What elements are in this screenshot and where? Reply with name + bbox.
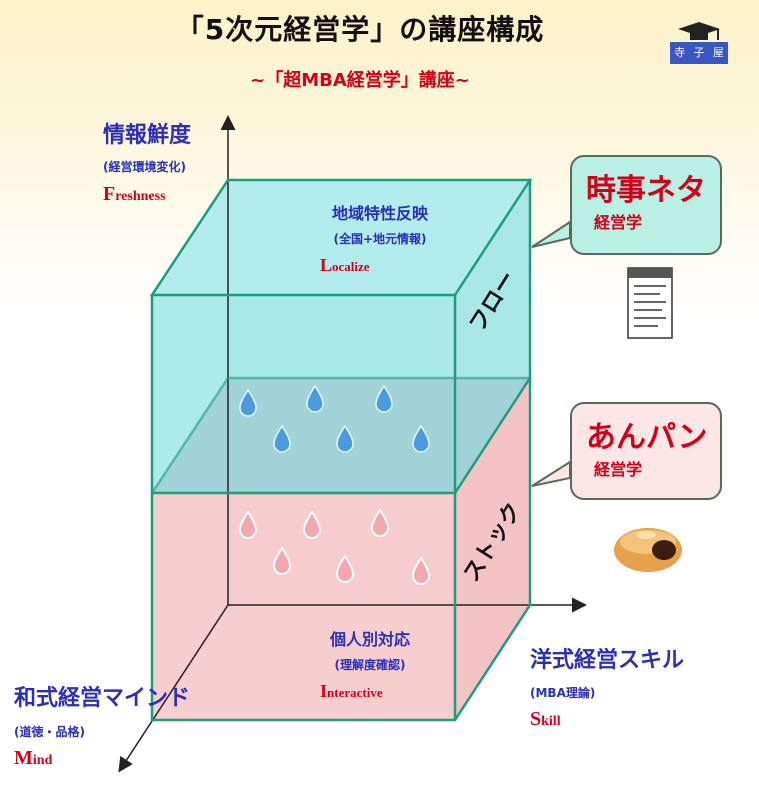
localize-title: 地域特性反映 xyxy=(331,204,428,223)
stock-callout-pointer xyxy=(531,460,571,487)
page-subtitle: ~「超MBA経営学」講座~ xyxy=(250,70,470,91)
interactive-en: Interactive xyxy=(320,681,383,701)
interactive-block: 個人別対応 (理解度確認) Interactive xyxy=(290,626,450,702)
logo-char-2: 子 xyxy=(693,46,705,59)
graduation-cap-logo-icon xyxy=(670,22,728,64)
localize-en: Localize xyxy=(320,255,370,275)
interactive-title: 個人別対応 xyxy=(329,630,410,649)
logo-char-1: 寺 xyxy=(674,46,686,59)
flow-callout-sub: 経営学 xyxy=(594,213,643,232)
stock-callout: あんパン 経営学 xyxy=(570,402,722,500)
skill-en: Skill xyxy=(530,708,561,730)
stock-callout-sub: 経営学 xyxy=(594,460,643,479)
flow-callout-pointer xyxy=(531,220,571,248)
mind-axis xyxy=(118,604,229,773)
mind-sub: (道徳・品格) xyxy=(14,725,85,739)
skill-title: 洋式経営スキル xyxy=(530,648,685,673)
interactive-sub: (理解度確認) xyxy=(334,658,406,672)
stock-callout-main: あんパン xyxy=(586,420,708,455)
freshness-title: 情報鮮度 xyxy=(103,123,192,148)
localize-block: 地域特性反映 (全国+地元情報) Localize xyxy=(290,200,470,276)
divider-edge xyxy=(152,377,532,495)
cube-top-face xyxy=(152,180,530,295)
page-title: 「5次元経営学」の講座構成 xyxy=(175,13,545,46)
skill-sub: (MBA理論) xyxy=(530,686,596,700)
stock-right-face xyxy=(455,378,530,720)
terakoya-logo: 寺 子 屋 xyxy=(668,18,730,68)
flow-callout: 時事ネタ 経営学 xyxy=(570,155,722,255)
logo-char-3: 屋 xyxy=(712,46,724,59)
divider-back-edge xyxy=(150,377,230,494)
flow-callout-main: 時事ネタ xyxy=(586,173,706,208)
mind-title: 和式経営マインド xyxy=(14,686,191,711)
anpan-bread-icon xyxy=(614,528,682,572)
localize-sub: (全国+地元情報) xyxy=(333,232,427,246)
newspaper-icon xyxy=(627,267,673,339)
freshness-sub: (経営環境変化) xyxy=(103,160,186,174)
freshness-en: Freshness xyxy=(103,183,166,205)
mind-en: Mind xyxy=(14,747,53,769)
